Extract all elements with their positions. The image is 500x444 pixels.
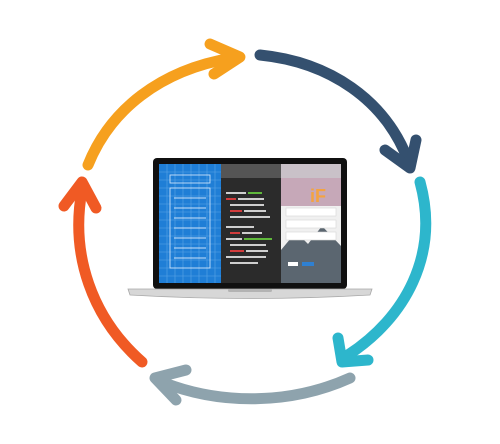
cycle-arrows (58, 38, 432, 406)
laptop-base (127, 288, 373, 299)
gray-arrow (149, 364, 356, 406)
if-logo: iF (310, 186, 326, 206)
laptop-screen: iF (159, 164, 341, 283)
code-panel (221, 164, 281, 283)
blueprint-panel (159, 164, 221, 283)
teal-arrow (332, 176, 432, 368)
laptop: iF (127, 158, 373, 299)
red-orange-arrow (58, 176, 148, 368)
laptop-notch (228, 289, 272, 292)
navy-arrow (254, 49, 422, 174)
orange-arrow (82, 38, 246, 171)
browser-panel: iF (281, 164, 341, 283)
